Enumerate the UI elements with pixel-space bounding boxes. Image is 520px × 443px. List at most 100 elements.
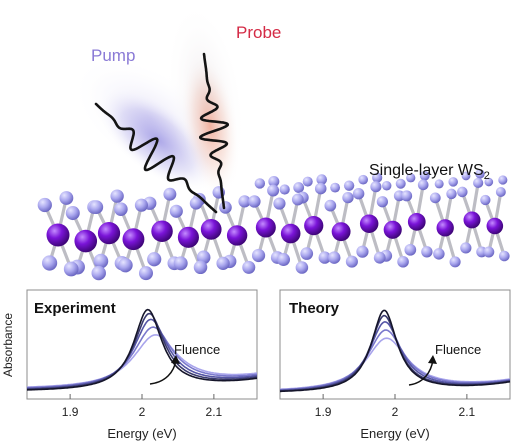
sulfur-atom [291, 193, 304, 206]
sulfur-atom [238, 195, 251, 208]
sulfur-atom [273, 197, 286, 210]
sulfur-atom [473, 177, 484, 189]
x-tick-label: 1.9 [62, 405, 79, 419]
sulfur-atom [343, 180, 355, 191]
sulfur-atom [484, 177, 494, 187]
sulfur-atom [373, 251, 386, 264]
sulfur-atom [279, 184, 290, 195]
sulfur-atom [314, 182, 327, 195]
material-subscript: 2 [484, 170, 490, 182]
sulfur-atom [417, 179, 429, 191]
experiment-x-ticks: 1.9 2 2.1 [62, 394, 223, 419]
theory-title: Theory [289, 300, 340, 317]
theory-x-axis-label: Energy (eV) [360, 426, 429, 441]
sulfur-atom [173, 256, 188, 271]
sulfur-atom [169, 204, 183, 218]
pump-pulse-wave [94, 102, 218, 214]
tungsten-atom [331, 222, 351, 242]
sulfur-atom [193, 260, 208, 275]
sulfur-atom [457, 186, 468, 198]
sulfur-atom [110, 189, 124, 203]
x-tick-label: 2.1 [459, 405, 476, 419]
sulfur-atom [295, 261, 309, 274]
sulfur-atom [382, 181, 392, 191]
sulfur-atom [147, 252, 162, 267]
sulfur-atom [372, 172, 383, 183]
sulfur-atom [446, 188, 457, 200]
sulfur-atom [42, 255, 58, 271]
tungsten-atom [74, 229, 98, 253]
theory-plot-frame [279, 289, 511, 400]
tungsten-atom [46, 223, 70, 247]
sulfur-atom [37, 197, 52, 213]
material-label: Single-layer WS2 [369, 162, 490, 182]
sulfur-atom [318, 251, 331, 264]
absorbance-curve [27, 326, 258, 389]
probe-pulse-wave [199, 52, 229, 210]
sulfur-atom [63, 261, 79, 277]
sulfur-atom [429, 192, 441, 204]
sulfur-atom [475, 169, 485, 179]
sulfur-atom [118, 257, 133, 273]
tungsten-atom [436, 219, 454, 237]
sulfur-atom [163, 187, 177, 201]
sulfur-atom [342, 191, 354, 204]
sulfur-atom [268, 175, 280, 187]
tungsten-atom [383, 220, 402, 239]
sulfur-atom [189, 196, 203, 210]
sulfur-atom [65, 206, 80, 221]
sulfur-atom [421, 246, 433, 258]
sulfur-atom [293, 182, 305, 193]
sulfur-atom [345, 255, 358, 268]
sulfur-atom [330, 182, 341, 193]
absorbance-curve [279, 309, 511, 393]
sulfur-atom [267, 184, 280, 197]
theory-fluence-label: Fluence [435, 342, 481, 357]
sulfur-atom [448, 177, 458, 187]
sulfur-atom [302, 176, 313, 187]
sulfur-atom [138, 266, 153, 281]
pump-label: Pump [91, 46, 135, 65]
sulfur-atom [395, 178, 406, 189]
x-tick-label: 2 [392, 405, 399, 419]
sulfur-atom [376, 196, 388, 208]
sulfur-atom [460, 242, 472, 254]
sulfur-atom [498, 175, 508, 185]
x-tick-label: 2 [139, 405, 146, 419]
material-name: Single-layer WS [369, 162, 484, 179]
experiment-fluence-label: Fluence [174, 342, 220, 357]
experiment-x-axis-label: Energy (eV) [107, 426, 176, 441]
tungsten-atom [177, 226, 199, 248]
tungsten-atom [226, 225, 248, 246]
tungsten-atom [255, 217, 276, 238]
sulfur-atom [404, 243, 417, 256]
sulfur-atom [134, 198, 148, 212]
sulfur-atom [495, 187, 506, 197]
sulfur-atom [300, 247, 314, 260]
sulfur-atom [328, 251, 341, 264]
theory-fluence-arrowhead [428, 355, 437, 364]
sulfur-atom [483, 246, 495, 258]
experiment-fluence-arrowhead [171, 355, 180, 364]
y-axis-label: Absorbance [1, 313, 15, 377]
sulfur-atom [480, 194, 491, 206]
theory-curves [279, 309, 511, 393]
tungsten-atom [486, 217, 504, 235]
sulfur-atom [419, 170, 430, 181]
probe-label: Probe [236, 23, 281, 42]
sulfur-atom [352, 187, 365, 200]
sulfur-atom [434, 179, 444, 189]
x-tick-label: 2.1 [206, 405, 223, 419]
sulfur-atom [216, 256, 230, 270]
sulfur-atom [401, 190, 413, 202]
tungsten-atom [97, 221, 121, 245]
sulfur-atom [242, 260, 256, 274]
tungsten-atom [304, 215, 324, 236]
sulfur-atom [370, 181, 382, 193]
sulfur-atom [248, 195, 261, 208]
sulfur-atom [406, 173, 416, 183]
